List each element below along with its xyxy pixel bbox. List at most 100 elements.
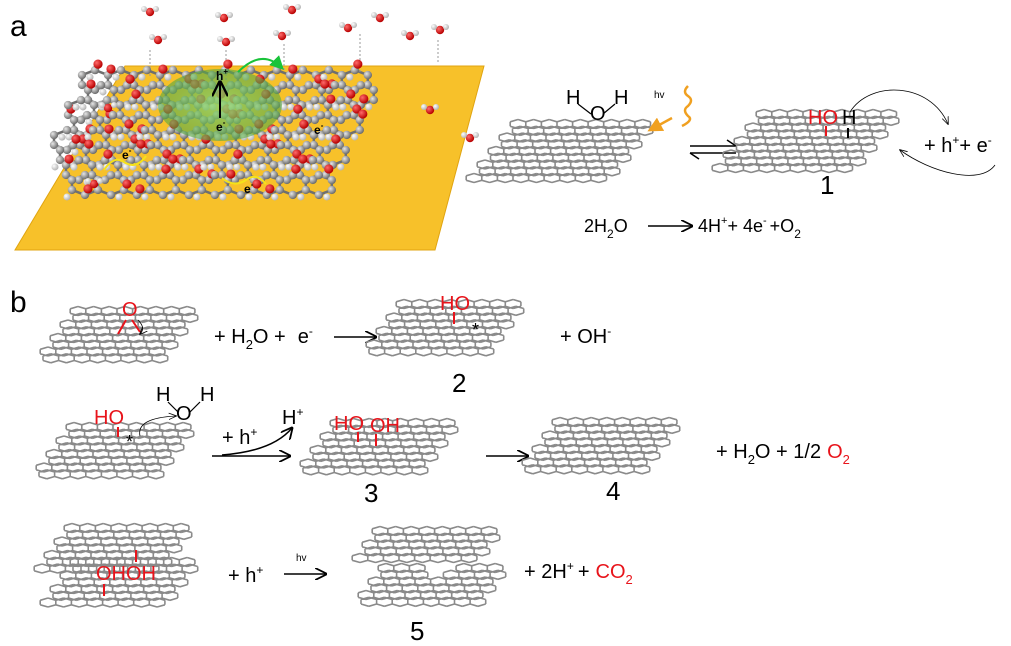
water-hydrogen — [443, 24, 449, 30]
carbon-atom — [146, 140, 156, 150]
hydrogen-atom — [51, 163, 59, 171]
hydrogen-atom — [193, 193, 201, 201]
water-hydrogen — [217, 36, 223, 42]
carbon-atom — [275, 185, 285, 195]
carbon-atom — [148, 80, 158, 90]
carbon-atom — [301, 175, 311, 185]
graphene-stack-bottom — [39, 556, 199, 608]
carbon-atom — [314, 170, 323, 180]
carbon-atom — [153, 140, 163, 150]
water-hydrogen — [99, 102, 105, 108]
water-hydrogen — [413, 30, 419, 36]
carbon-atom — [132, 170, 142, 180]
oxygen-atom — [293, 104, 303, 114]
carbon-atom — [80, 170, 90, 180]
row2-water-h-right: H — [200, 384, 214, 406]
carbon-atom — [224, 140, 234, 150]
carbon-atom — [315, 145, 325, 155]
carbon-atom — [100, 175, 110, 185]
carbon-atom — [250, 140, 260, 150]
hydrogen-atom — [63, 193, 71, 201]
row2-water-bond-left — [167, 401, 179, 413]
water-hydrogen — [371, 12, 377, 18]
carbon-atom — [152, 155, 162, 165]
carbon-atom — [314, 190, 323, 200]
hydrogen-atom — [200, 163, 208, 171]
carbon-atom — [141, 100, 151, 110]
carbon-atom — [308, 155, 318, 165]
oxygen-atom — [353, 59, 363, 69]
oxygen-atom — [298, 154, 308, 164]
panel-a-scheme: H O H hv HO H + h++ e- 1 2H2O 4H++ 4e-+O… — [465, 85, 996, 241]
hydrogen-atom — [122, 163, 130, 171]
carbon-atom — [145, 185, 155, 195]
compound-label-2: 2 — [452, 368, 466, 398]
hydrogen-atom — [323, 193, 331, 201]
hydrogen-atom — [292, 133, 300, 141]
carbon-atom — [140, 125, 150, 135]
row2-water-h-left: H — [156, 384, 170, 406]
oxygen-atom — [358, 109, 368, 119]
carbon-atom — [63, 100, 73, 110]
hydrogen-atom — [233, 163, 241, 171]
hydrogen-atom — [115, 193, 123, 201]
carbon-atom — [153, 130, 163, 140]
hydrogen-atom — [226, 163, 234, 171]
carbon-atom — [369, 95, 378, 105]
epoxide-bond-right — [131, 319, 141, 333]
oxygen-atom — [71, 134, 81, 144]
carbon-atom — [106, 170, 116, 180]
honeycomb-lattice — [39, 556, 199, 608]
carbon-atom — [134, 110, 144, 120]
carbon-atom — [93, 185, 103, 195]
carbon-atom — [82, 110, 92, 120]
water-h-left: H — [566, 87, 580, 109]
carbon-atom — [141, 110, 151, 120]
carbon-atom — [89, 100, 99, 110]
hydrogen-atom — [287, 103, 295, 111]
carbon-atom — [178, 175, 188, 185]
carbon-atom — [49, 140, 59, 150]
carbon-atom — [142, 85, 152, 95]
oxygen-atom — [359, 94, 369, 104]
water-hydrogen — [285, 30, 291, 36]
water-hydrogen — [273, 30, 279, 36]
oxygen-atom — [233, 149, 243, 159]
hydrogen-atom — [313, 103, 321, 111]
carbon-atom — [62, 145, 72, 155]
hole-label: h+ — [216, 67, 228, 83]
hydrogen-atom — [306, 103, 314, 111]
carbon-atom — [341, 155, 350, 165]
hydrogen-atom — [131, 103, 139, 111]
hydrogen-atom — [207, 163, 215, 171]
oxygen-atom — [106, 64, 116, 74]
carbon-atom — [223, 185, 233, 195]
hydrogen-atom — [86, 73, 94, 81]
carbon-atom — [115, 100, 125, 110]
carbon-atom — [342, 110, 351, 120]
panel-b-row-1: O + H2O +e- HO * + OH- 2 — [39, 293, 611, 398]
carbon-atom — [284, 115, 294, 125]
row3-hydroxyls: OHOH — [96, 563, 156, 585]
oxygen-atom — [346, 89, 356, 99]
carbon-atom — [282, 175, 292, 185]
graphene-sheet-diol — [299, 417, 459, 476]
water-oxygen — [219, 13, 229, 23]
carbon-atom — [67, 175, 77, 185]
carbon-atom — [88, 125, 98, 135]
carbon-atom — [197, 175, 207, 185]
oxygen-atom — [223, 59, 233, 69]
water-o: O — [590, 103, 606, 125]
oxygen-atom — [93, 59, 103, 69]
carbon-atom — [217, 170, 227, 180]
carbon-atom — [67, 185, 77, 195]
hydrogen-atom — [318, 133, 326, 141]
carbon-atom — [185, 145, 195, 155]
carbon-atom — [147, 125, 157, 135]
carbon-atom — [317, 95, 327, 105]
carbon-atom — [109, 95, 119, 105]
carbon-atom — [168, 65, 178, 75]
row2-diol-ho: HO — [334, 413, 364, 435]
carbon-atom — [77, 80, 87, 90]
